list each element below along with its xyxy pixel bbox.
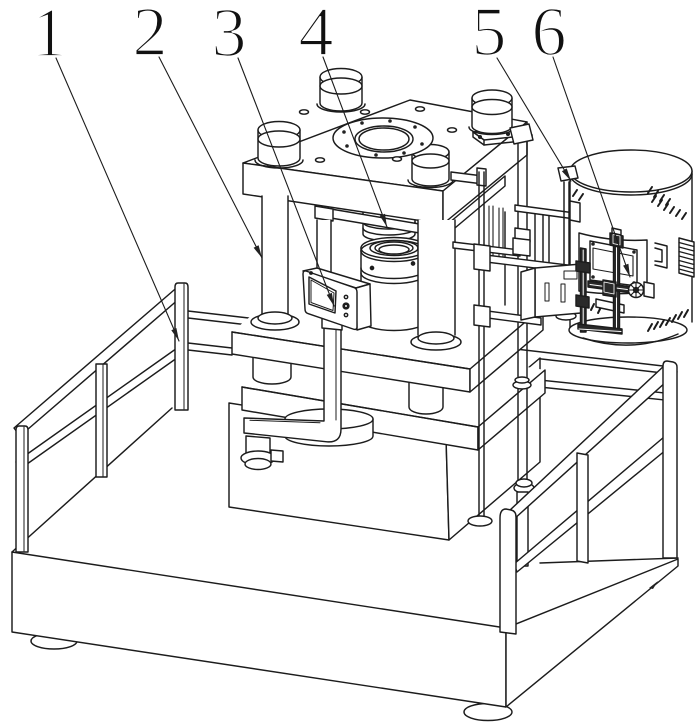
svg-text:6: 6: [532, 0, 567, 71]
svg-text:4: 4: [299, 0, 334, 71]
svg-text:2: 2: [133, 0, 168, 71]
svg-text:1: 1: [32, 0, 67, 72]
svg-text:5: 5: [472, 0, 507, 71]
svg-text:3: 3: [212, 0, 247, 72]
